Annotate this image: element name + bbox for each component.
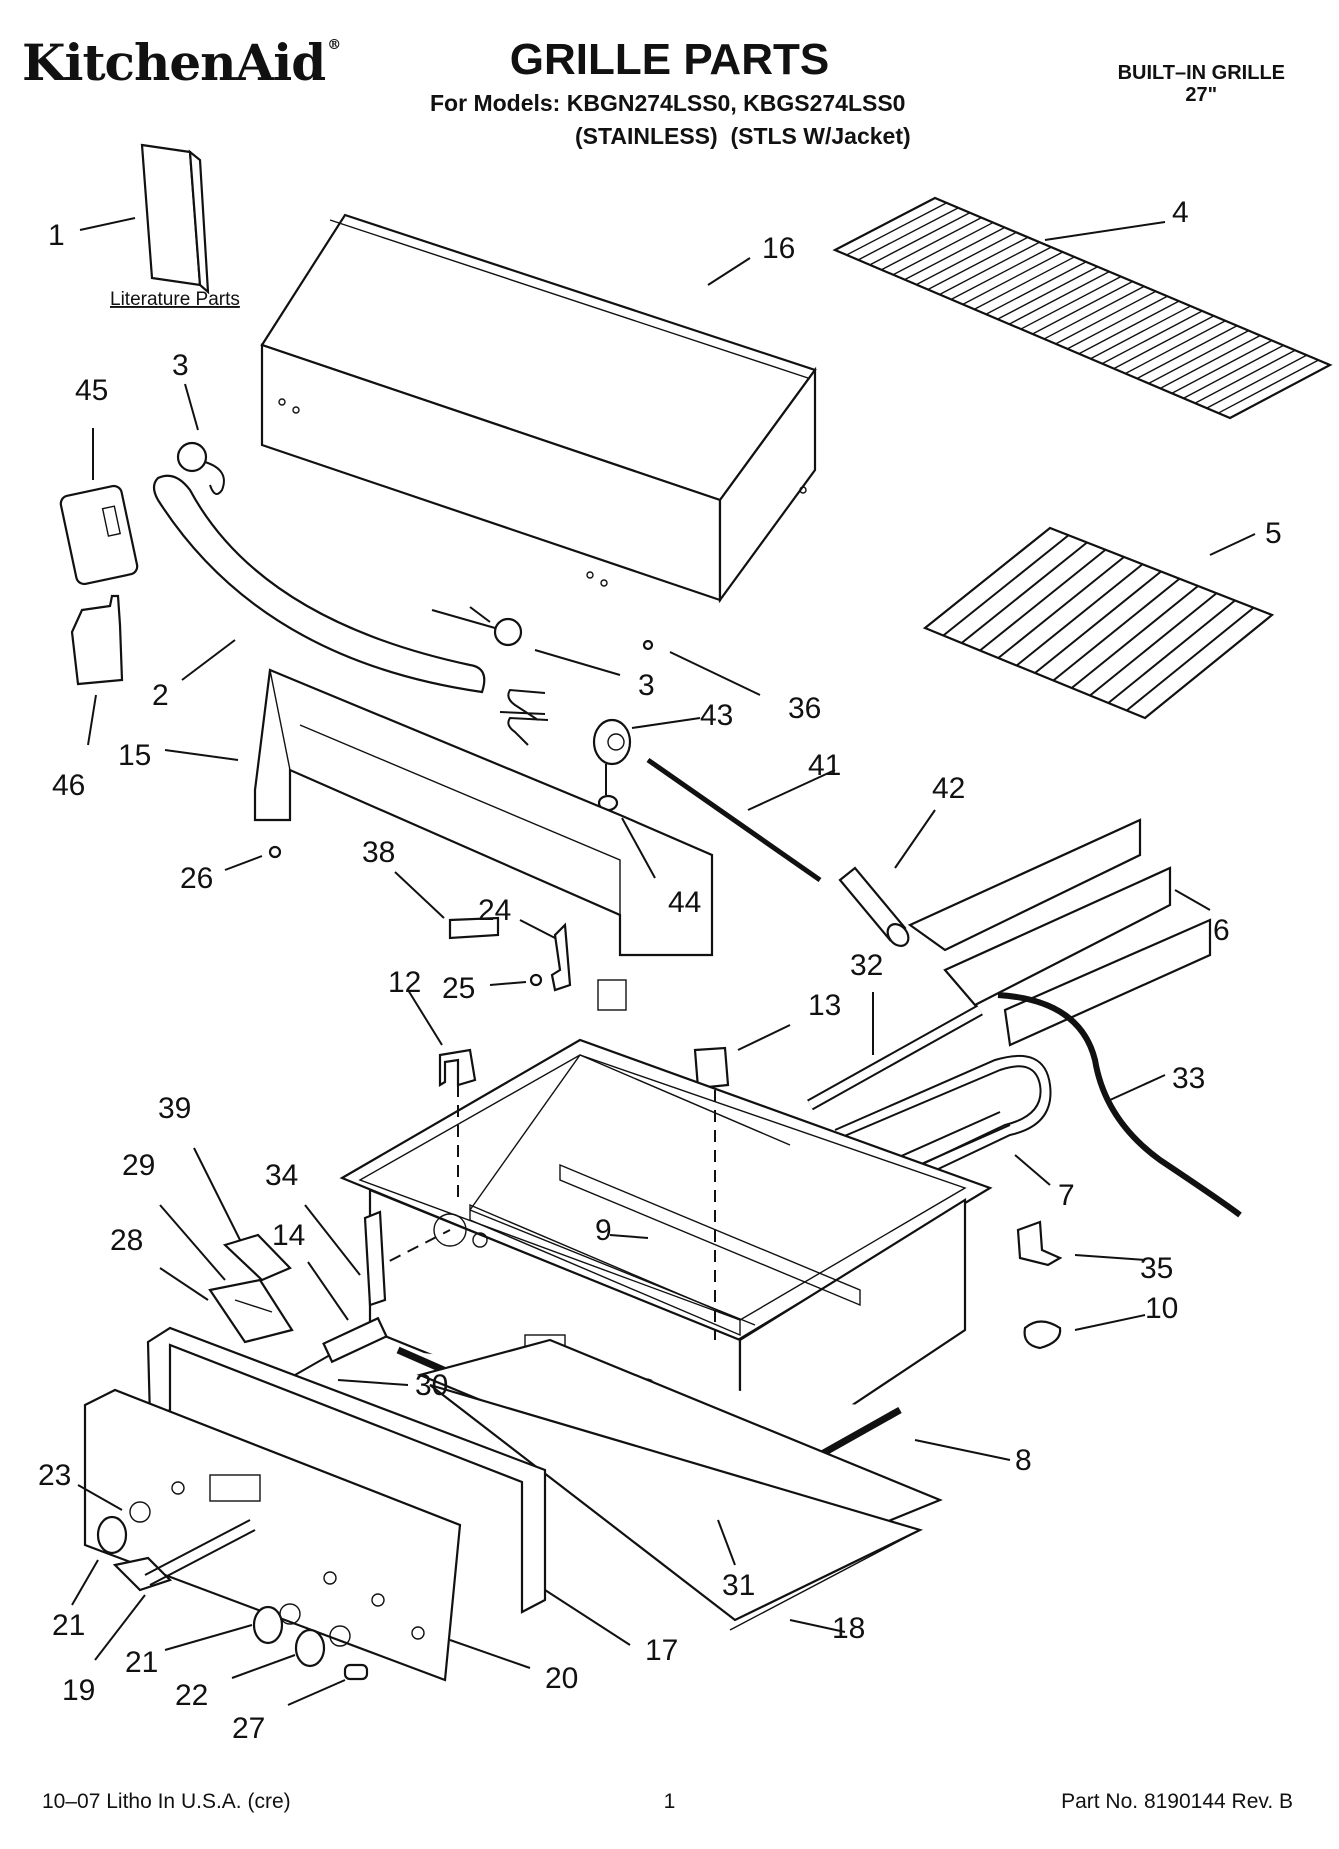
mounting-plate-part (363, 1210, 387, 1307)
callout-2: 2 (152, 679, 169, 712)
control-panel-part (83, 1388, 462, 1682)
callout-9: 9 (595, 1214, 612, 1247)
product-type-label: BUILT–IN GRILLE (1117, 62, 1285, 84)
burner-tube-part (807, 1004, 983, 1111)
drip-tray-part (416, 1338, 943, 1631)
back-panel-part (253, 668, 714, 1011)
callout-7: 7 (1058, 1179, 1075, 1212)
callout-45: 45 (75, 374, 108, 407)
callout-17: 17 (645, 1634, 678, 1667)
callout-18: 18 (832, 1612, 865, 1645)
spit-fork-top-part (176, 441, 225, 495)
burner-rail-part (469, 1163, 861, 1337)
callout-21-left: 21 (52, 1609, 85, 1642)
control-module-part (59, 484, 139, 586)
callout-4: 4 (1172, 196, 1189, 229)
terminal-block-part (208, 1278, 294, 1344)
insulation-pad-part (70, 594, 124, 686)
small-nut-part (642, 639, 654, 651)
valve-part (1023, 1320, 1062, 1350)
product-size-label: 27" (1185, 84, 1218, 106)
footer-print-info: 10–07 Litho In U.S.A. (cre) (42, 1790, 291, 1813)
callout-42: 42 (932, 772, 965, 805)
spit-fork-assembly-part (499, 688, 632, 812)
callout-41: 41 (808, 749, 841, 782)
callout-1: 1 (48, 219, 65, 252)
page-title: GRILLE PARTS (509, 35, 830, 84)
callout-21-center: 21 (125, 1646, 158, 1679)
callout-5: 5 (1265, 517, 1282, 550)
clip-bracket-part (438, 1048, 477, 1087)
hook-part (550, 922, 572, 992)
callout-3-bottom: 3 (638, 669, 655, 702)
callout-43: 43 (700, 699, 733, 732)
callout-26: 26 (180, 862, 213, 895)
knob-left-part (96, 1501, 151, 1555)
callout-3-top: 3 (172, 349, 189, 382)
variants-line: (STAINLESS) (STLS W/Jacket) (575, 123, 911, 149)
warming-rack-part (832, 196, 1333, 420)
spit-handle-part (838, 866, 910, 947)
spit-fork-bottom-part (431, 606, 523, 647)
callout-46: 46 (52, 769, 85, 802)
cooking-grate-part (922, 526, 1275, 720)
callout-16: 16 (762, 232, 795, 265)
callout-13: 13 (808, 989, 841, 1022)
igniter-part (294, 1316, 388, 1376)
callout-28: 28 (110, 1224, 143, 1257)
gas-hose-part (997, 992, 1242, 1218)
literature-parts-label: Literature Parts (110, 289, 240, 310)
callout-44: 44 (668, 886, 701, 919)
callout-15: 15 (118, 739, 151, 772)
callout-6: 6 (1213, 914, 1230, 947)
callout-33: 33 (1172, 1062, 1205, 1095)
nut-part (268, 845, 282, 859)
spit-rod-part (647, 759, 819, 881)
product-type: BUILT–IN GRILLE 27" (1118, 62, 1285, 106)
callout-31: 31 (722, 1569, 755, 1602)
callout-27: 27 (232, 1712, 265, 1745)
callout-36: 36 (788, 692, 821, 725)
footer-part-number: Part No. 8190144 Rev. B (1061, 1790, 1293, 1813)
models-line: For Models: KBGN274LSS0, KBGS274LSS0 (430, 90, 906, 116)
hood-part (260, 213, 817, 604)
cover-bracket-part (222, 1233, 292, 1282)
callout-22: 22 (175, 1679, 208, 1712)
heat-deflector-part (907, 818, 1212, 1047)
callout-35: 35 (1140, 1252, 1173, 1285)
callout-19: 19 (62, 1674, 95, 1707)
callout-29: 29 (122, 1149, 155, 1182)
callout-30: 30 (415, 1369, 448, 1402)
callout-labels: 1 16 4 3 45 5 2 3 36 43 15 46 41 42 26 3… (38, 196, 1282, 1745)
callout-23: 23 (38, 1459, 71, 1492)
callout-34: 34 (265, 1159, 298, 1192)
callout-14: 14 (272, 1219, 305, 1252)
callout-12: 12 (388, 966, 421, 999)
footer-page-number: 1 (663, 1790, 676, 1813)
callout-39: 39 (158, 1092, 191, 1125)
bracket-part (448, 916, 500, 940)
handle-part (152, 474, 486, 694)
brand-logo: KitchenAid® (22, 33, 341, 92)
callout-38: 38 (362, 836, 395, 869)
rotisserie-bracket-part (112, 1519, 256, 1592)
spacer-block-part (693, 1046, 730, 1090)
callout-25: 25 (442, 972, 475, 1005)
callout-20: 20 (545, 1662, 578, 1695)
screw-part (529, 973, 543, 987)
callout-8: 8 (1015, 1444, 1032, 1477)
knob-right-part (294, 1625, 351, 1668)
knob-center-part (252, 1603, 301, 1645)
mount-bracket-part (1016, 1220, 1063, 1267)
leader-lines (71, 217, 1256, 1706)
callout-10: 10 (1145, 1292, 1178, 1325)
callout-24: 24 (478, 894, 511, 927)
callout-32: 32 (850, 949, 883, 982)
literature-parts-booklet: Literature Parts (110, 143, 240, 310)
igniter-button-part (343, 1663, 369, 1681)
